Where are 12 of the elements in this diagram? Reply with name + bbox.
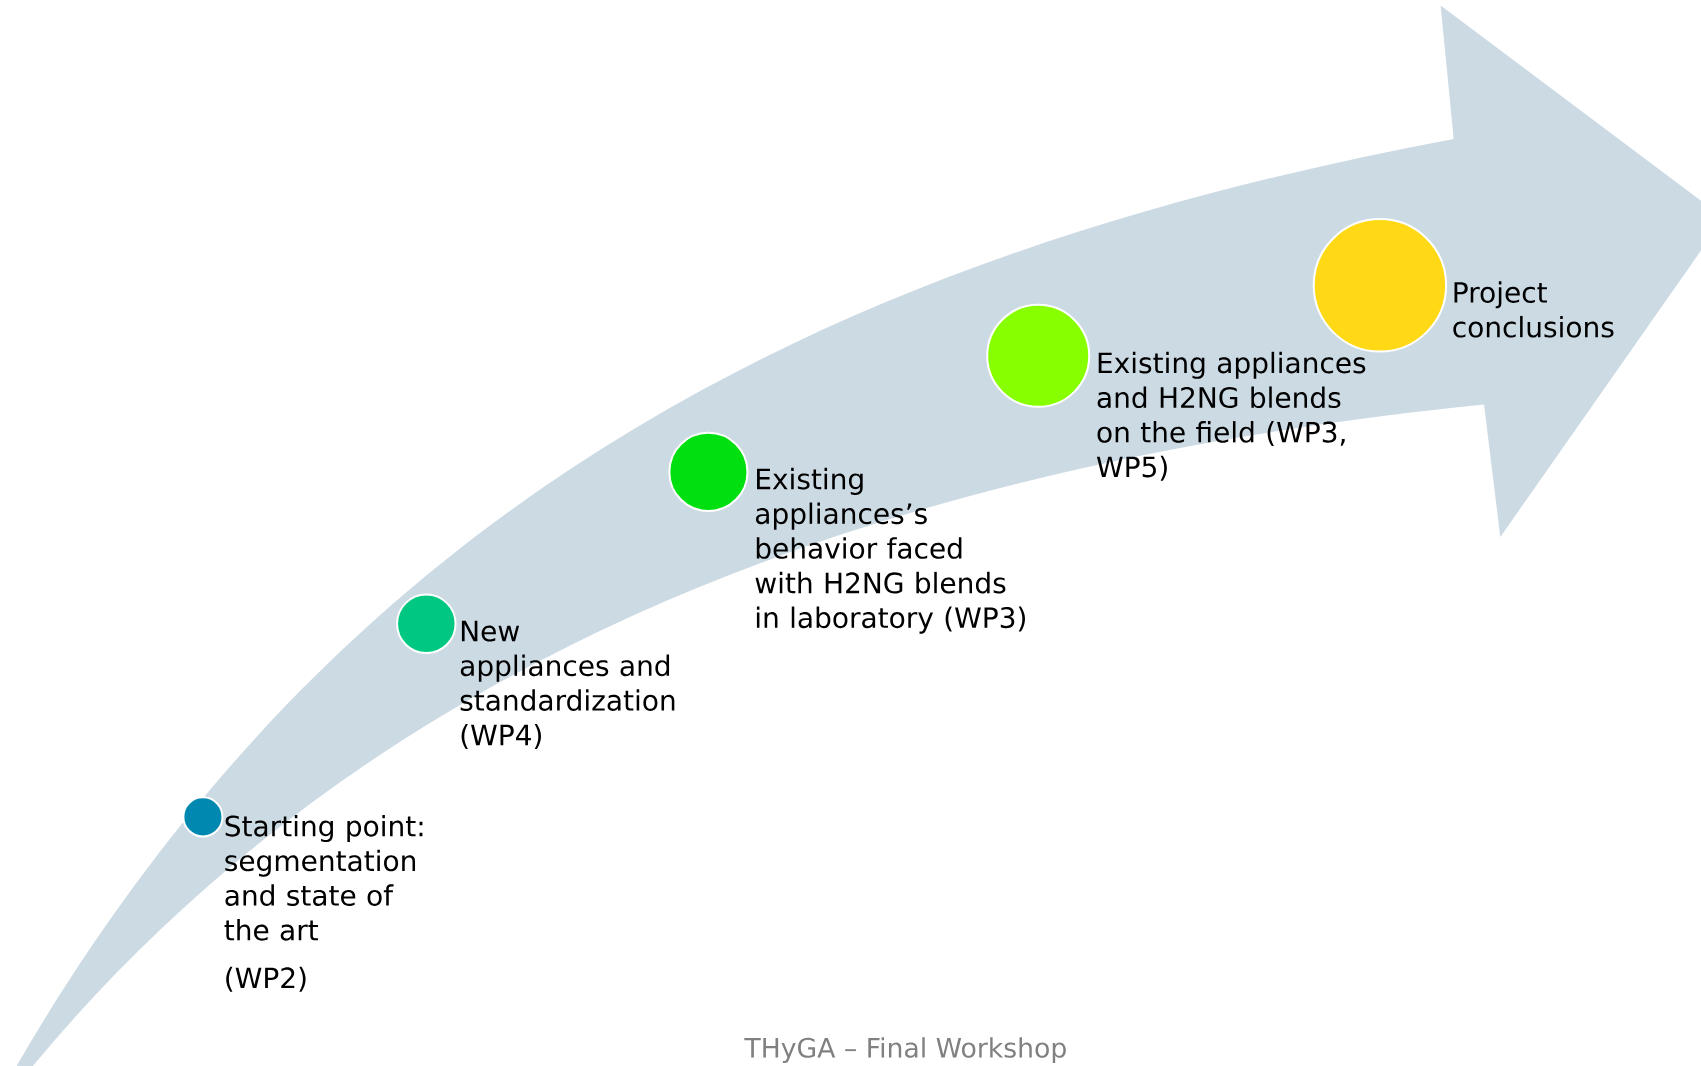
milestone-circle (1312, 218, 1448, 353)
step-label: Existing appliances and H2NG blends on the field (WP3, WP5) (1096, 351, 1366, 481)
milestone-circle (396, 593, 457, 655)
footer-text: THyGA – Final Workshop (744, 1037, 1066, 1063)
milestone-circle (668, 431, 749, 512)
step-label: (WP2) (226, 966, 306, 992)
milestone-circle (986, 303, 1091, 408)
step-label: New appliances and standardization (WP4) (460, 620, 675, 749)
step-label: Project conclusions (1453, 281, 1614, 338)
step-label: Starting point: segmentation and state of the art (224, 814, 423, 941)
milestone-circle (182, 796, 224, 838)
step-label: Existing appliances’s behavior faced with H2NG blends in laboratory (WP3) (755, 467, 1025, 634)
